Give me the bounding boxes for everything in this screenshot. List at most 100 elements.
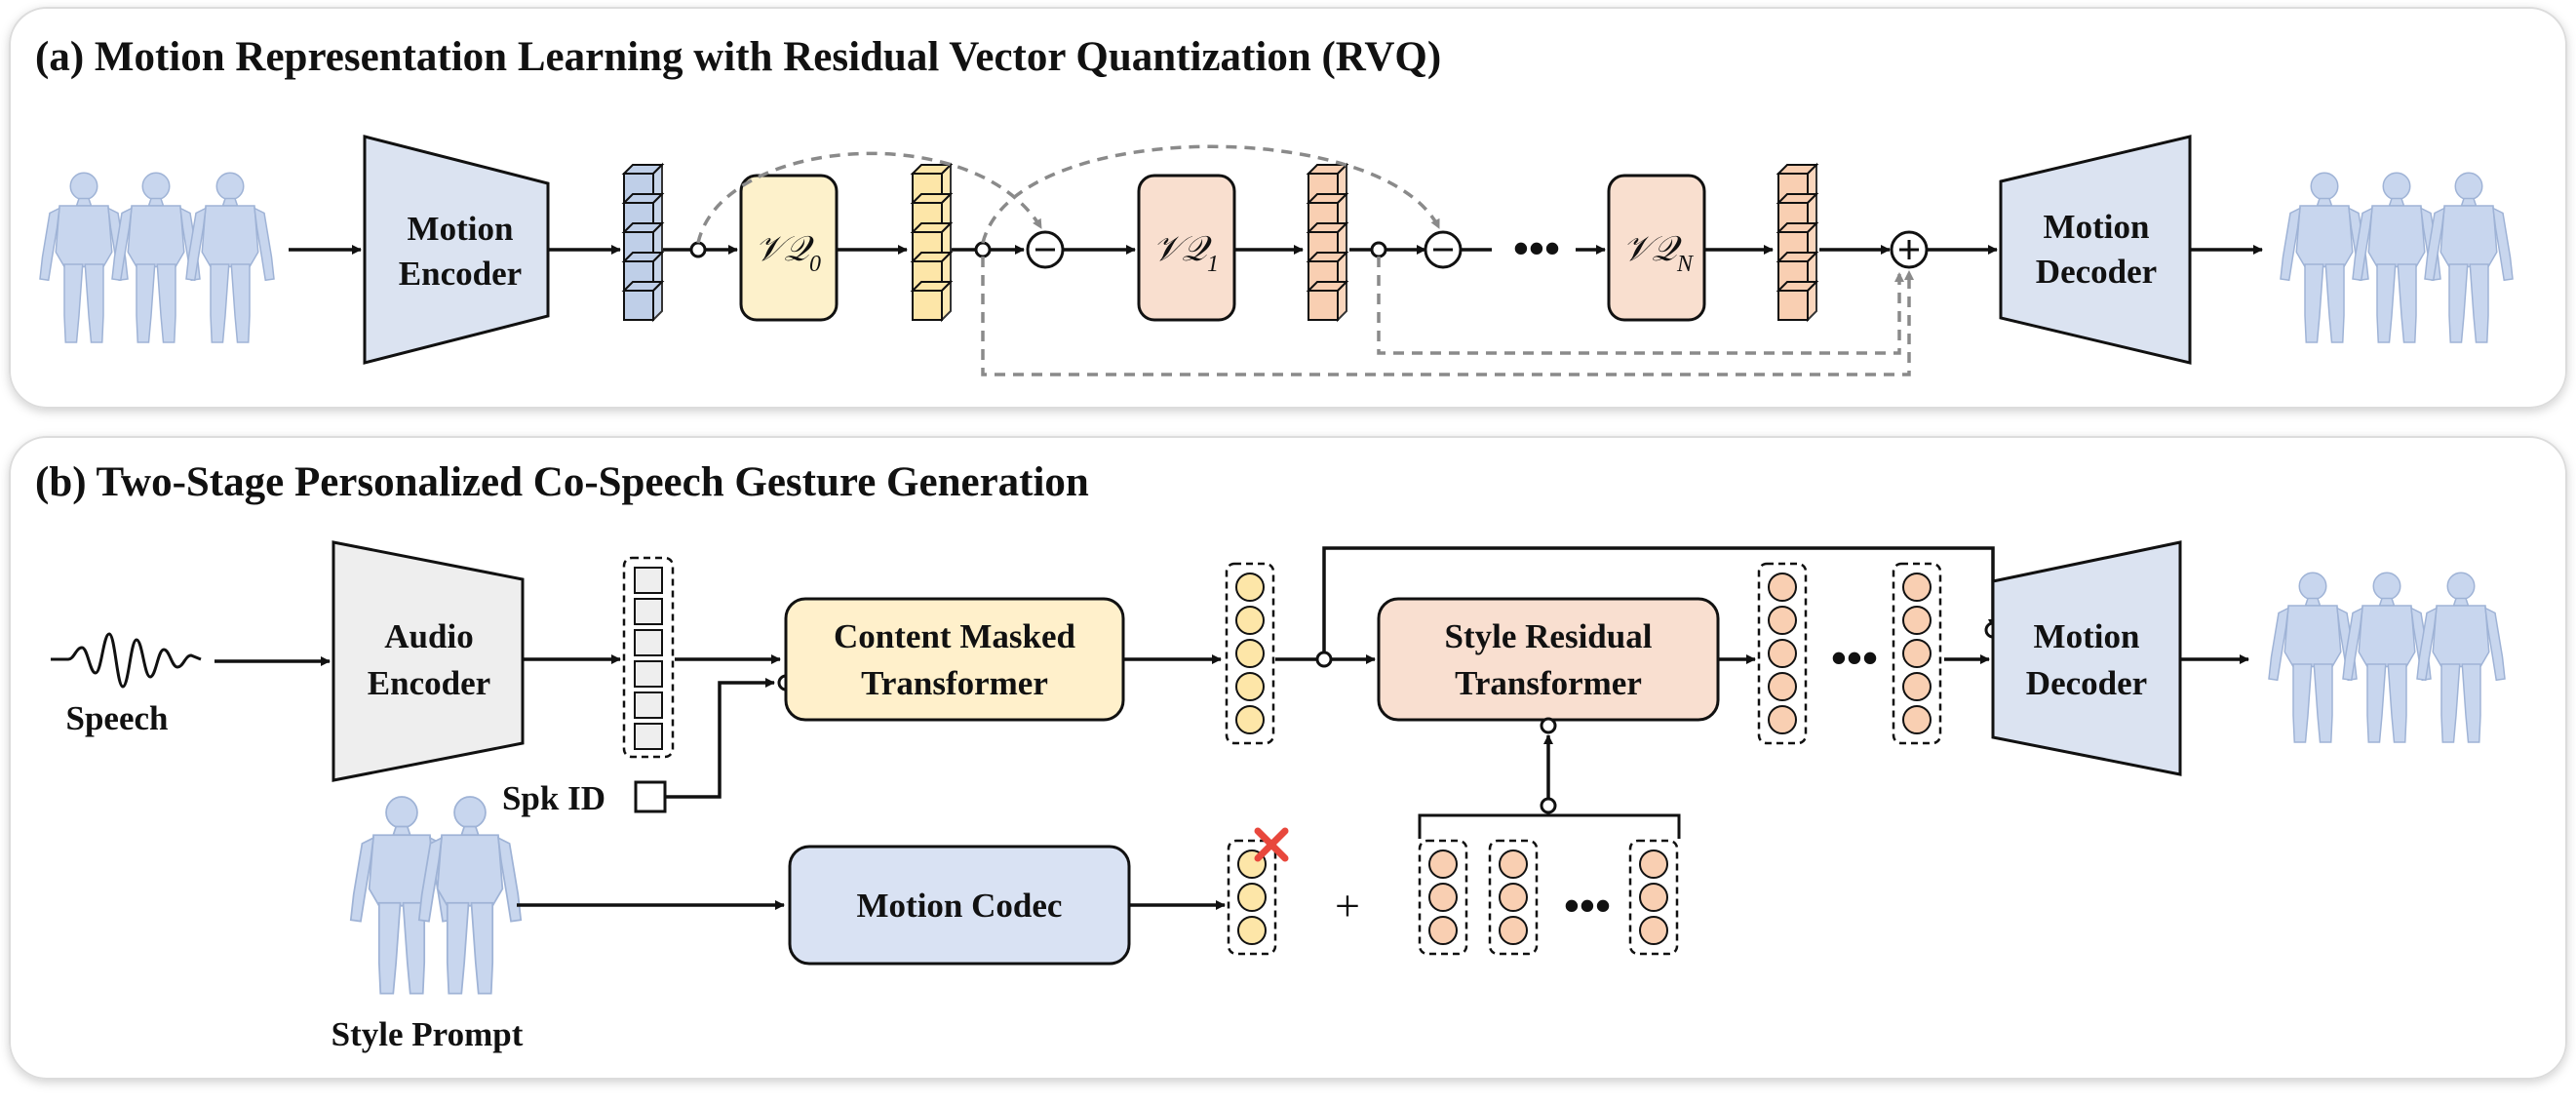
minus-circle-icon: [1424, 230, 1463, 269]
circle-token-icon: [1499, 849, 1528, 879]
circle-token-icon: [1639, 883, 1668, 912]
square-token-icon: [634, 660, 663, 688]
circle-token-icon: [1902, 639, 1932, 668]
circle-token-icon: [1768, 672, 1797, 701]
style-transformer-label-2: Transformer: [1455, 664, 1642, 702]
circle-token-icon: [1639, 849, 1668, 879]
audio-encoder-label-1: Audio: [384, 617, 473, 655]
circle-token-icon: [1235, 606, 1265, 635]
vqn-block: 𝒱𝒬 N: [1607, 174, 1706, 322]
content-transformer-label-1: Content Masked: [834, 617, 1075, 655]
square-token-icon: [634, 691, 663, 719]
panel-a: (a) Motion Representation Learning with …: [9, 7, 2567, 409]
branch-node: [974, 241, 992, 258]
style-prompt-label: Style Prompt: [332, 1015, 524, 1053]
style-branch-node: [1540, 797, 1557, 814]
circle-token-icon: [1499, 916, 1528, 945]
square-token-icon: [634, 598, 663, 625]
ellipsis: •••: [1564, 881, 1611, 930]
cube-token-icon: [621, 279, 665, 323]
style-transformer-label-1: Style Residual: [1445, 617, 1653, 655]
circle-token-icon: [1237, 883, 1267, 912]
circle-token-stack: [1418, 839, 1468, 956]
branch-node: [1370, 241, 1387, 258]
circle-token-icon: [1902, 573, 1932, 602]
panel-b-title: (b) Two-Stage Personalized Co-Speech Ges…: [35, 459, 1089, 505]
speech-label: Speech: [66, 699, 169, 737]
plus-sign: +: [1335, 881, 1360, 930]
motion-encoder: Motion Encoder: [363, 135, 550, 365]
cross-icon: [1254, 827, 1289, 862]
style-residual-transformer: Style Residual Transformer: [1377, 597, 1720, 722]
content-transformer-label-2: Transformer: [861, 664, 1048, 702]
panel-a-title: (a) Motion Representation Learning with …: [35, 34, 1441, 80]
circle-token-icon: [1768, 573, 1797, 602]
motion-decoder-a-label-2: Decoder: [2036, 253, 2157, 291]
minus-circle-icon: [1026, 230, 1065, 269]
cube-token-stack: [1776, 162, 1819, 323]
vq1-subscript: 1: [1207, 252, 1219, 277]
ellipsis: •••: [1831, 633, 1878, 683]
circle-token-icon: [1235, 639, 1265, 668]
vqn-label: 𝒱𝒬: [1622, 229, 1682, 268]
cube-token-stack: [1306, 162, 1349, 323]
cube-token-stack: [910, 162, 954, 323]
circle-token-icon: [1639, 916, 1668, 945]
circle-token-icon: [1499, 883, 1528, 912]
audio-encoder: Audio Encoder: [332, 540, 525, 782]
spk-id-label: Spk ID: [502, 779, 605, 817]
vq0-subscript: 0: [809, 252, 821, 277]
vq1-label: 𝒱𝒬: [1152, 229, 1212, 268]
circle-token-icon: [1768, 606, 1797, 635]
square-token-icon: [634, 567, 663, 594]
vq0-label: 𝒱𝒬: [755, 229, 814, 268]
audio-encoder-label-2: Encoder: [368, 664, 490, 702]
circle-token-icon: [1428, 849, 1458, 879]
vq1-block: 𝒱𝒬 1: [1137, 174, 1236, 322]
arrow: [665, 678, 775, 799]
motion-codec-label: Motion Codec: [857, 887, 1063, 925]
plus-circle-icon: [1890, 230, 1929, 269]
motion-encoder-label-2: Encoder: [399, 255, 522, 293]
circle-token-icon: [1235, 705, 1265, 734]
style-bracket: [1418, 812, 1681, 839]
cube-token-icon: [910, 279, 954, 323]
motion-decoder-a: Motion Decoder: [1999, 135, 2192, 365]
speaker-id-token: [634, 780, 667, 813]
cube-token-icon: [1776, 279, 1819, 323]
content-masked-transformer: Content Masked Transformer: [784, 597, 1125, 722]
cube-token-stack: [621, 162, 665, 323]
cube-token-icon: [1306, 279, 1349, 323]
panel-b: (b) Two-Stage Personalized Co-Speech Ges…: [9, 436, 2567, 1080]
residual-dashed-arrow: [981, 144, 1441, 244]
square-token-icon: [634, 723, 663, 750]
circle-token-icon: [1235, 573, 1265, 602]
circle-token-stack: [1225, 562, 1275, 745]
circle-token-icon: [1428, 916, 1458, 945]
circle-token-stack: [1757, 562, 1808, 745]
motion-decoder-b-label-2: Decoder: [2026, 664, 2147, 702]
circle-token-icon: [1768, 705, 1797, 734]
motion-decoder-a-label-1: Motion: [2044, 208, 2150, 246]
circle-token-stack: [1488, 839, 1539, 956]
square-token-icon: [634, 629, 663, 656]
circle-token-icon: [1902, 672, 1932, 701]
vq0-block: 𝒱𝒬 0: [739, 174, 839, 322]
sum-dashed-arrow: [1377, 257, 1904, 355]
sum-dashed-arrow: [981, 257, 1914, 376]
circle-token-icon: [1902, 606, 1932, 635]
circle-token-icon: [1237, 916, 1267, 945]
circle-token-icon: [1235, 672, 1265, 701]
circle-token-stack: [1227, 839, 1277, 956]
branch-node: [1315, 651, 1333, 668]
waveform-icon: [51, 632, 202, 689]
audio-token-stack: [622, 556, 675, 759]
ellipsis: •••: [1513, 223, 1560, 273]
circle-token-icon: [1428, 883, 1458, 912]
motion-decoder-b-label-1: Motion: [2034, 617, 2140, 655]
circle-token-icon: [1902, 705, 1932, 734]
residual-dashed-arrow: [696, 151, 1043, 244]
style-input-node: [1540, 717, 1557, 734]
branch-node: [689, 241, 707, 258]
